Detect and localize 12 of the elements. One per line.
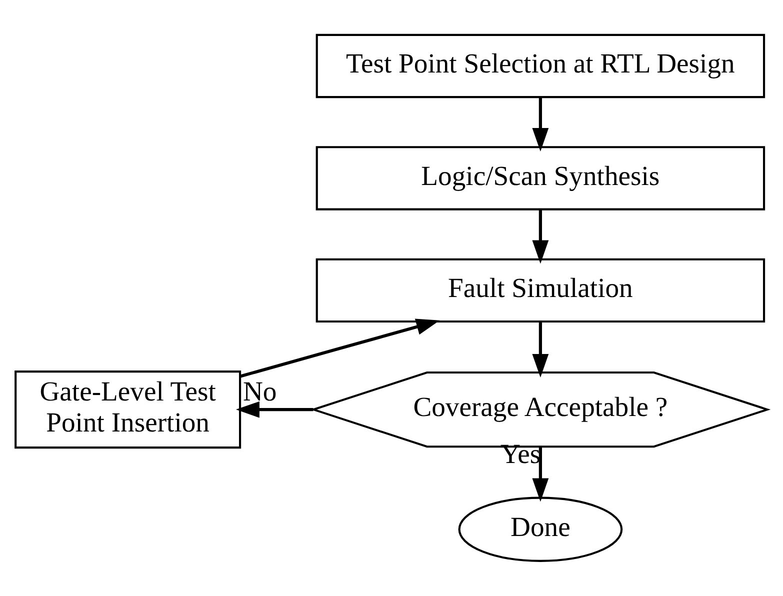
arrow <box>532 446 549 502</box>
node-box: Fault Simulation <box>316 258 766 323</box>
node-box: Logic/Scan Synthesis <box>316 146 766 210</box>
node-box: Gate-Level Test Point Insertion <box>14 370 242 449</box>
arrow <box>532 97 549 152</box>
arrow <box>240 318 440 378</box>
arrow <box>236 401 314 418</box>
node-box: Test Point Selection at RTL Design <box>316 34 766 98</box>
arrow <box>532 322 549 378</box>
node-ellipse: Done <box>458 496 623 562</box>
edge-label: No <box>242 376 277 407</box>
arrow <box>532 210 549 264</box>
